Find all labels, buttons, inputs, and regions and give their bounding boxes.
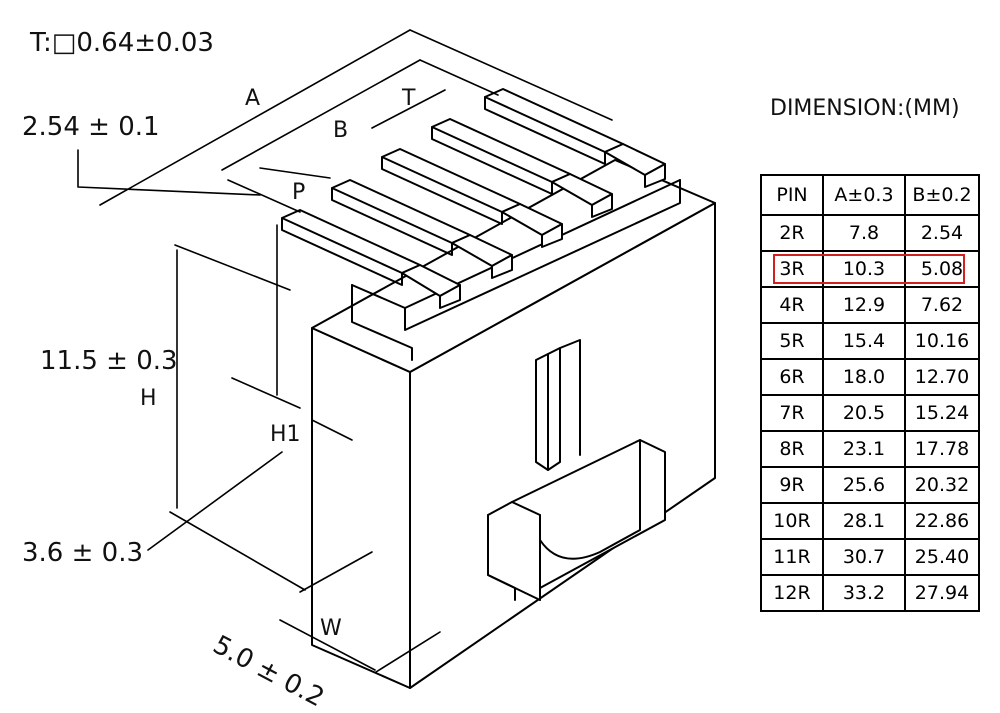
table-cell: 7.8 xyxy=(822,214,906,252)
table-cell: 15.24 xyxy=(904,394,980,432)
pin-3 xyxy=(381,148,563,248)
column-header: A±0.3 xyxy=(822,174,906,216)
dimension-lines xyxy=(77,29,613,673)
h1-label: 3.6 ± 0.3 xyxy=(22,538,144,568)
pin-2 xyxy=(331,179,513,279)
table-cell: 10R xyxy=(760,502,824,540)
table-cell: 30.7 xyxy=(822,538,906,576)
table-cell: 6R xyxy=(760,358,824,396)
table-cell: 8R xyxy=(760,430,824,468)
h1-symbol: H1 xyxy=(270,422,301,447)
dim-p-label: P xyxy=(292,180,306,205)
row-highlight-3r xyxy=(773,254,965,284)
table-cell: 17.78 xyxy=(904,430,980,468)
column-header: PIN xyxy=(760,174,824,216)
dim-b-label: B xyxy=(333,118,349,143)
table-cell: 25.6 xyxy=(822,466,906,504)
table-cell: 5R xyxy=(760,322,824,360)
table-cell: 5.08 xyxy=(904,250,980,288)
pin-4 xyxy=(431,118,613,218)
pin-5 xyxy=(484,88,666,188)
table-cell: 22.86 xyxy=(904,502,980,540)
table-cell: 11R xyxy=(760,538,824,576)
pin-1 xyxy=(281,209,461,309)
table-cell: 20.5 xyxy=(822,394,906,432)
housing-body xyxy=(311,159,716,689)
table-title: DIMENSION:(MM) xyxy=(770,96,960,121)
table-cell: 27.94 xyxy=(904,574,980,612)
tolerance-note: T:□0.64±0.03 xyxy=(30,28,214,58)
column-header: B±0.2 xyxy=(904,174,980,216)
table-cell: 15.4 xyxy=(822,322,906,360)
table-cell: 25.40 xyxy=(904,538,980,576)
table-cell: 7R xyxy=(760,394,824,432)
table-cell: 12.9 xyxy=(822,286,906,324)
table-cell: 7.62 xyxy=(904,286,980,324)
height-label: 11.5 ± 0.3 xyxy=(40,346,178,376)
latch xyxy=(487,339,666,601)
height-symbol: H xyxy=(140,386,157,411)
table-cell: 12.70 xyxy=(904,358,980,396)
table-cell: 18.0 xyxy=(822,358,906,396)
table-cell: 3R xyxy=(760,250,824,288)
pitch-label: 2.54 ± 0.1 xyxy=(22,112,160,142)
table-cell: 10.3 xyxy=(822,250,906,288)
table-cell: 23.1 xyxy=(822,430,906,468)
table-cell: 12R xyxy=(760,574,824,612)
table-cell: 28.1 xyxy=(822,502,906,540)
table-cell: 2.54 xyxy=(904,214,980,252)
dim-a-label: A xyxy=(245,86,261,111)
table-cell: 10.16 xyxy=(904,322,980,360)
table-cell: 9R xyxy=(760,466,824,504)
table-cell: 2R xyxy=(760,214,824,252)
table-cell: 20.32 xyxy=(904,466,980,504)
table-header-row: PIN A±0.3 B±0.2 xyxy=(760,174,980,216)
width-symbol: W xyxy=(320,616,342,641)
dim-t-label: T xyxy=(402,86,416,111)
table-cell: 4R xyxy=(760,286,824,324)
table-cell: 33.2 xyxy=(822,574,906,612)
